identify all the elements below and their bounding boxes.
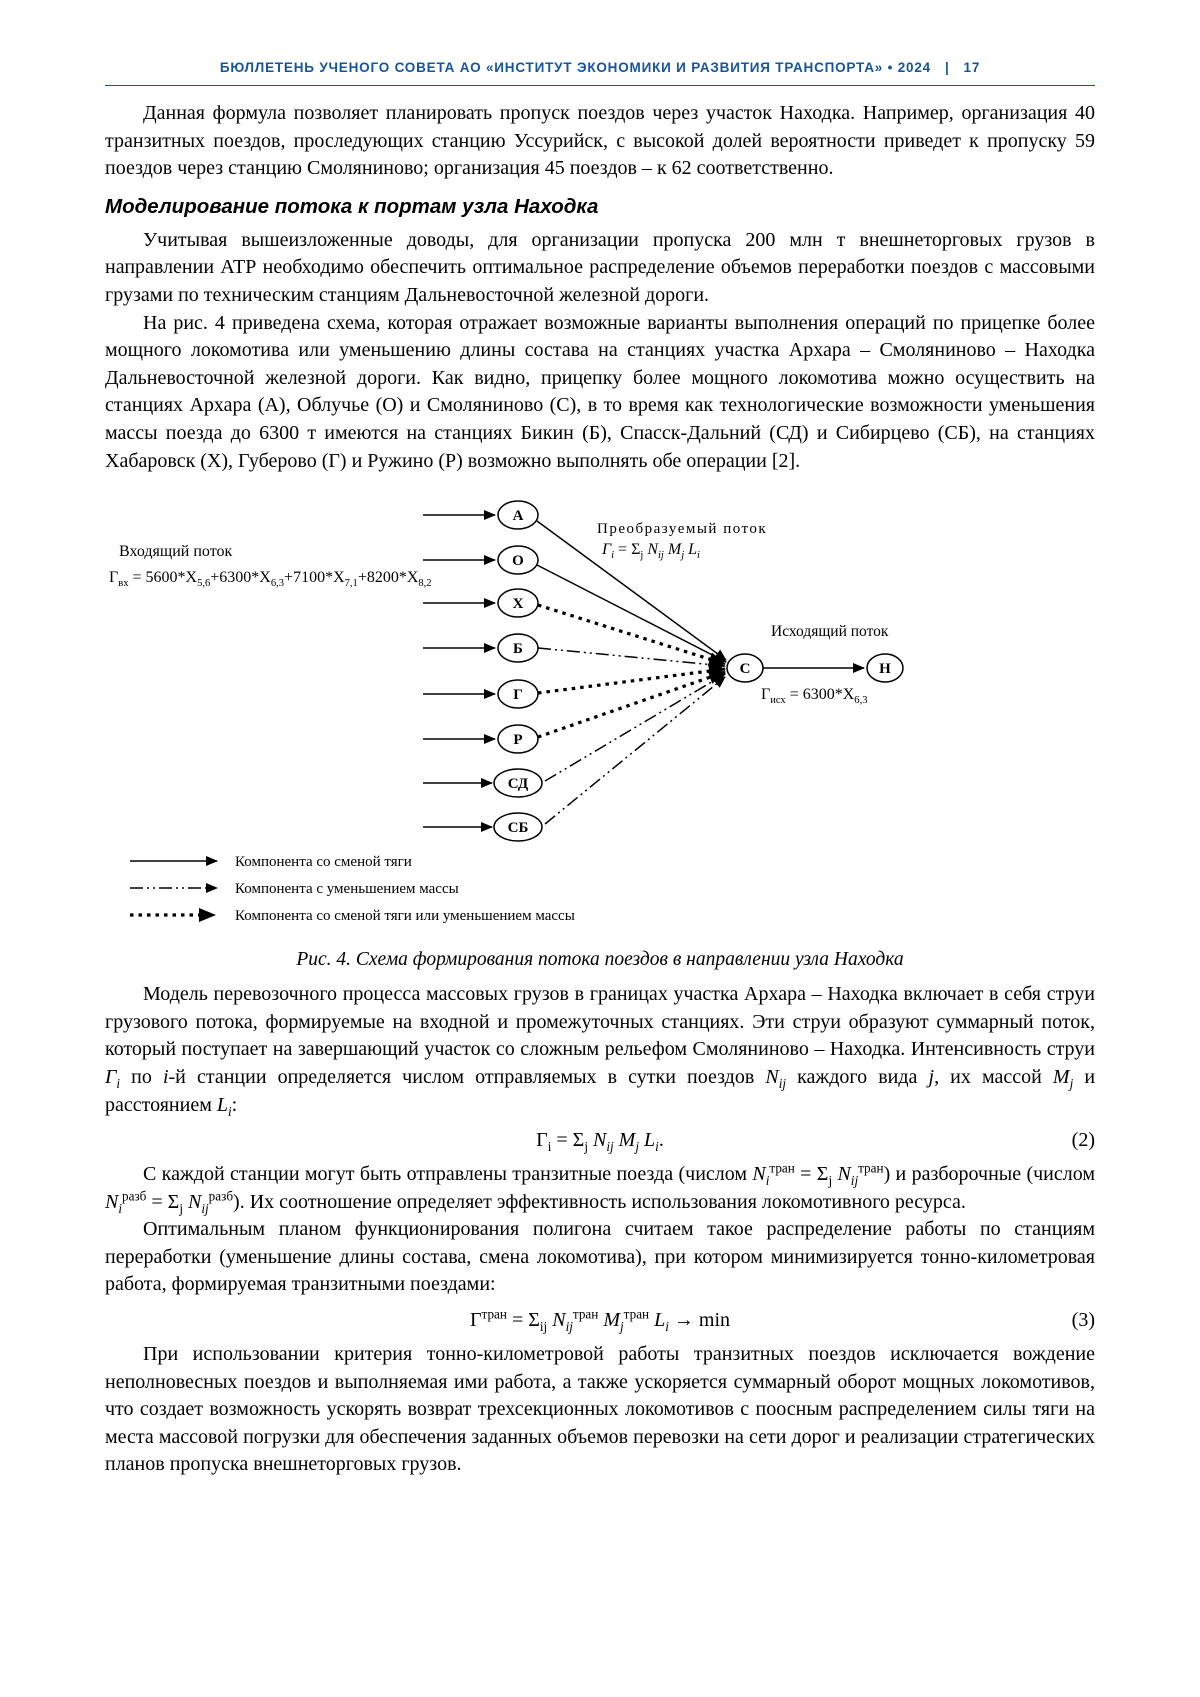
legend-label-dotted: Компонента со сменой тяги или уменьшение… [235, 908, 575, 924]
station-nodes [493, 500, 904, 842]
equation-3: Γтран = Σij Nijтран Mjтран Li → min (3) [105, 1307, 1095, 1333]
legend-label-solid: Компонента со сменой тяги [235, 854, 412, 870]
paragraph-5: С каждой станции могут быть отправлены т… [105, 1160, 1096, 1216]
input-flow-label: Входящий поток [119, 543, 233, 561]
flow-diagram-canvas: А О Х Б Г Р СД СБ С Н Компонента [105, 493, 1095, 935]
paragraph-4: Модель перевозочного процесса массовых г… [105, 983, 1096, 1119]
station-node-labels: А О Х Б Г Р СД СБ С Н [508, 508, 892, 836]
paragraph-1: Данная формула позволяет планировать про… [105, 102, 1095, 180]
input-flow-formula: Γвх = 5600*X5,6+6300*X6,3+7100*X7,1+8200… [109, 569, 432, 590]
incoming-flow-arrows [423, 510, 496, 833]
journal-header: БЮЛЛЕТЕНЬ УЧЕНОГО СОВЕТА АО «ИНСТИТУТ ЭК… [105, 0, 1095, 86]
paragraph-6: Оптимальным планом функционирования поли… [105, 1218, 1095, 1296]
legend-label-dashdot: Компонента с уменьшением массы [235, 881, 459, 897]
output-flow-label: Исходящий поток [771, 623, 889, 641]
equation-2-number: (2) [1071, 1129, 1095, 1152]
journal-header-line: БЮЛЛЕТЕНЬ УЧЕНОГО СОВЕТА АО «ИНСТИТУТ ЭК… [105, 60, 1095, 75]
hub-node-label: С [740, 661, 751, 677]
paragraph-3: На рис. 4 приведена схема, которая отраж… [105, 311, 1095, 472]
station-node-label: Р [513, 732, 522, 748]
station-node-label: Г [513, 687, 523, 703]
header-rule [105, 85, 1095, 86]
page-number: 17 [963, 60, 981, 75]
station-node-label: А [513, 508, 524, 524]
station-node-label: СД [508, 776, 529, 792]
station-to-hub-edges [536, 520, 727, 825]
station-node-label: СБ [508, 820, 529, 836]
station-node-label: О [512, 553, 524, 569]
journal-title: БЮЛЛЕТЕНЬ УЧЕНОГО СОВЕТА АО «ИНСТИТУТ ЭК… [219, 60, 931, 75]
header-separator: | [944, 60, 950, 75]
station-node-label: Б [513, 641, 523, 657]
equation-2-formula: Γi = Σj Nij Mj Li. [536, 1129, 664, 1155]
figure-caption: Рис. 4. Схема формирования потока поездо… [296, 949, 904, 971]
transform-flow-formula: Γi = Σj Nij Mj Li [602, 541, 700, 562]
transform-flow-label: Преобразуемый поток [597, 521, 768, 538]
sink-node-label: Н [879, 661, 891, 677]
section-heading: Моделирование потока к портам узла Наход… [105, 194, 599, 218]
equation-2: Γi = Σj Nij Mj Li. (2) [105, 1127, 1095, 1153]
article-body: Данная формула позволяет планировать про… [105, 100, 1095, 1479]
flow-diagram-svg: А О Х Б Г Р СД СБ С Н Компонента [130, 500, 904, 924]
station-node-label: Х [513, 596, 524, 612]
paragraph-2: Учитывая вышеизложенные доводы, для орга… [105, 228, 1095, 306]
equation-3-number: (3) [1071, 1309, 1095, 1332]
equation-3-formula: Γтран = Σij Nijтран Mjтран Li → min [469, 1306, 731, 1335]
figure-4: А О Х Б Г Р СД СБ С Н Компонента [105, 493, 1095, 971]
diagram-legend: Компонента со сменой тяги Компонента с у… [130, 854, 575, 924]
paragraph-7: При использовании критерия тонно-километ… [105, 1343, 1095, 1476]
output-flow-formula: Γисх = 6300*X6,3 [761, 686, 868, 707]
